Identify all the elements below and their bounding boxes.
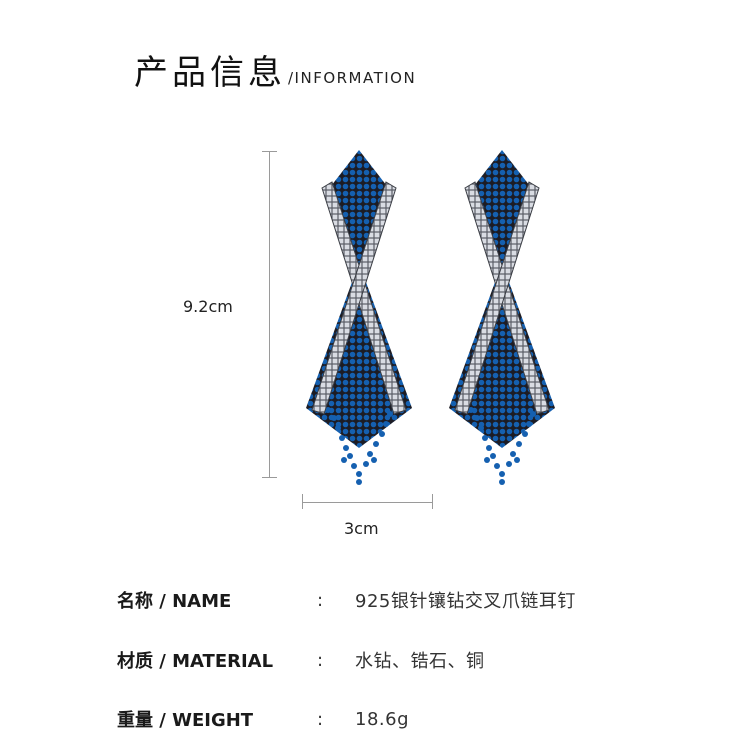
spec-colon: : bbox=[317, 708, 324, 730]
spec-value: 925银针镶钻交叉爪链耳钉 bbox=[355, 591, 576, 612]
width-ruler bbox=[302, 502, 433, 503]
height-label: 9.2cm bbox=[183, 297, 233, 316]
spec-colon: : bbox=[317, 649, 324, 671]
spec-row-material: 材质 / MATERIAL : 水钻、锆石、铜 bbox=[117, 647, 485, 673]
spec-value: 水钻、锆石、铜 bbox=[355, 651, 485, 672]
width-ruler-right-cap bbox=[432, 494, 433, 509]
title-english: /INFORMATION bbox=[288, 69, 417, 87]
spec-row-name: 名称 / NAME : 925银针镶钻交叉爪链耳钉 bbox=[117, 587, 576, 613]
spec-label: 重量 / WEIGHT bbox=[117, 710, 254, 731]
spec-label: 名称 / NAME bbox=[117, 591, 232, 612]
title-chinese: 产品信息 bbox=[134, 53, 286, 93]
spec-row-weight: 重量 / WEIGHT : 18.6g bbox=[117, 706, 409, 732]
height-ruler bbox=[269, 151, 270, 477]
spec-colon: : bbox=[317, 589, 324, 611]
section-title: 产品信息 /INFORMATION bbox=[134, 56, 416, 90]
earrings-product-image bbox=[305, 149, 556, 486]
spec-label: 材质 / MATERIAL bbox=[117, 651, 274, 672]
width-label: 3cm bbox=[344, 519, 379, 538]
height-ruler-bottom-cap bbox=[262, 477, 277, 478]
spec-value: 18.6g bbox=[355, 708, 410, 730]
width-ruler-left-cap bbox=[302, 494, 303, 509]
